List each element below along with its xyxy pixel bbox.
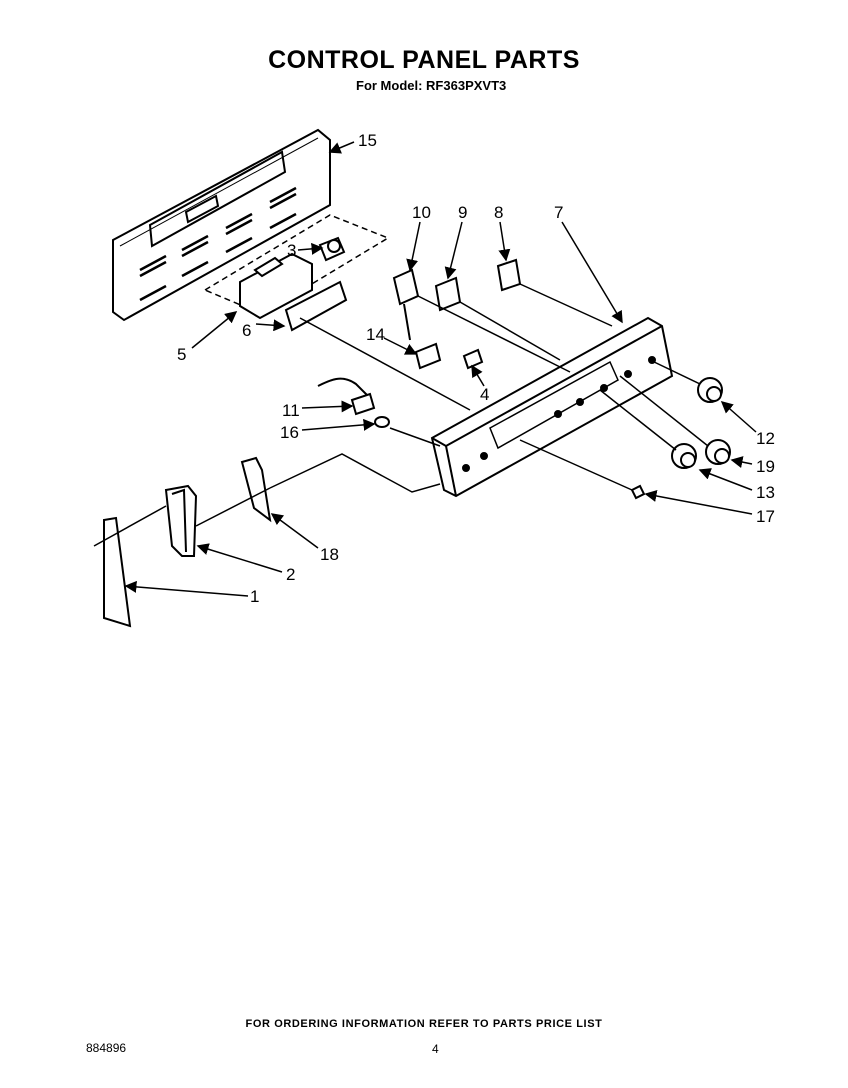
- knob-part-13: [671, 443, 697, 469]
- callout-labels: 15 10 9 8 7 3 5 6 14 4 11 16 12 19 13 17…: [177, 131, 775, 606]
- control-module-part: [239, 252, 348, 332]
- ordering-note: FOR ORDERING INFORMATION REFER TO PARTS …: [245, 1018, 603, 1030]
- callout-14: 14: [366, 325, 385, 344]
- backguard-panel-part: [112, 128, 331, 322]
- knob-part-19: [705, 439, 731, 465]
- callout-17: 17: [756, 507, 775, 526]
- callout-13: 13: [756, 483, 775, 502]
- assembly-lines: [93, 283, 709, 547]
- callout-16: 16: [280, 423, 299, 442]
- end-panel-part-1: [103, 516, 132, 628]
- callout-12: 12: [756, 429, 775, 448]
- callout-6: 6: [242, 321, 251, 340]
- model-subtitle: For Model: RF363PXVT3: [356, 78, 507, 93]
- knob-part-12: [697, 377, 723, 403]
- end-cap-part-2: [164, 484, 198, 557]
- leader-arrows: [124, 141, 757, 597]
- lamp-part-11: [317, 377, 376, 416]
- switch-part-3: [318, 236, 346, 262]
- callout-18: 18: [320, 545, 339, 564]
- switch-part-8: [496, 258, 522, 292]
- socket-part-16: [374, 416, 390, 428]
- control-panel-part-7: [430, 316, 674, 498]
- callout-3: 3: [287, 241, 296, 260]
- callout-7: 7: [554, 203, 563, 222]
- clip-part-4: [462, 348, 484, 370]
- callout-15: 15: [358, 131, 377, 150]
- switch-part-9: [434, 276, 462, 312]
- switch-part-10: [392, 268, 420, 341]
- callout-4: 4: [480, 385, 489, 404]
- callout-11: 11: [282, 401, 300, 420]
- callout-10: 10: [412, 203, 431, 222]
- callout-2: 2: [286, 565, 295, 584]
- page-number: 4: [432, 1042, 439, 1056]
- bracket-part-18: [240, 456, 272, 523]
- page-title: CONTROL PANEL PARTS: [268, 46, 580, 74]
- callout-8: 8: [494, 203, 503, 222]
- callout-9: 9: [458, 203, 467, 222]
- part-17: [630, 484, 646, 500]
- document-number: 884896: [86, 1041, 127, 1055]
- callout-5: 5: [177, 345, 186, 364]
- callout-1: 1: [250, 587, 259, 606]
- callout-19: 19: [756, 457, 775, 476]
- terminal-part-14: [414, 342, 442, 370]
